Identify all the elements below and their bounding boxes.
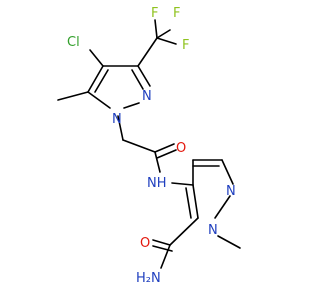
bond <box>154 143 175 153</box>
bond <box>154 19 158 39</box>
bond <box>171 182 194 186</box>
bond <box>89 49 104 67</box>
molecule-structure-diagram: Cl F F F N N O NH N N O H₂N <box>57 6 241 286</box>
bond <box>137 65 151 87</box>
bond <box>122 139 156 153</box>
oxygen-atom-label-amide: O <box>176 141 186 156</box>
bond <box>152 239 171 246</box>
nitrogen-atom-label-upper-ring-1: N <box>112 112 122 127</box>
bond <box>156 149 177 159</box>
bond <box>221 159 234 185</box>
bond <box>185 187 192 219</box>
bond <box>87 91 111 109</box>
bond <box>154 151 161 173</box>
amine-atom-label: H₂N <box>136 271 161 286</box>
bond <box>192 184 199 219</box>
bond <box>94 69 109 93</box>
bond <box>87 65 104 93</box>
bond <box>160 244 171 269</box>
bond <box>123 102 140 109</box>
bond <box>117 115 124 141</box>
fluorine-atom-label-top-right: F <box>173 6 180 21</box>
oxygen-atom-label-carboxamide: O <box>140 236 150 251</box>
bond <box>131 69 144 90</box>
bond <box>156 29 171 39</box>
nitrogen-atom-label-upper-ring-2: N <box>142 89 152 104</box>
bond <box>57 91 89 101</box>
bond <box>217 235 241 249</box>
nitrogen-atom-label-lower-ring-1: N <box>226 184 236 199</box>
nitrogen-atom-label-lower-ring-2: N <box>208 223 218 238</box>
nh-atom-label-amide: NH <box>147 176 167 191</box>
bond <box>156 37 177 45</box>
bond <box>214 195 231 219</box>
fluorine-atom-label-top-left: F <box>151 6 158 21</box>
bonds <box>57 19 241 269</box>
atom-labels: Cl F F F N N O NH N N O H₂N <box>67 6 236 286</box>
chlorine-atom-label: Cl <box>67 35 80 50</box>
bond <box>137 37 158 67</box>
fluorine-atom-label-right: F <box>182 38 189 53</box>
bond <box>169 217 199 246</box>
